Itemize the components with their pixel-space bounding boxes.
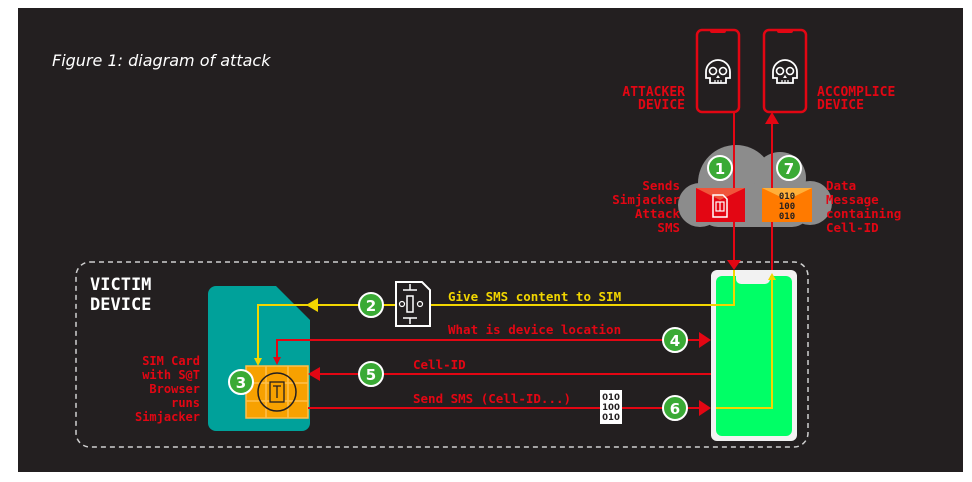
svg-text:010: 010 [602, 413, 620, 423]
step-1-badge: 1 [707, 155, 733, 181]
arrow-up-icon [765, 112, 779, 124]
accomplice-label-line2: DEVICE [817, 98, 864, 113]
svg-text:Simjacker: Simjacker [612, 192, 680, 207]
svg-text:Attack: Attack [635, 206, 681, 221]
svg-text:1: 1 [715, 160, 725, 178]
sim-chip [245, 365, 309, 419]
svg-text:7: 7 [784, 160, 794, 178]
step-6-forward-line [716, 278, 773, 409]
step-2-badge: 2 [358, 292, 384, 318]
sim-icon [712, 194, 728, 218]
sim-icon [395, 281, 431, 327]
svg-text:Simjacker: Simjacker [135, 410, 200, 424]
binary-line1: 010 [779, 192, 795, 202]
svg-text:Browser: Browser [149, 382, 200, 396]
attack-sms-envelope [696, 188, 745, 222]
step-7-label: Data Message containing Cell-ID [826, 178, 901, 235]
svg-text:Sends: Sends [642, 178, 680, 193]
svg-text:2: 2 [366, 297, 376, 315]
process-cycle-icon [257, 372, 297, 412]
step-1-label: Sends Simjacker Attack SMS [612, 178, 680, 235]
svg-text:5: 5 [366, 366, 376, 384]
step-6-badge: 6 [662, 395, 688, 421]
step-4-line [276, 339, 702, 360]
arrow-up-icon [768, 273, 776, 280]
arrow-down-icon [273, 357, 281, 365]
svg-text:containing: containing [826, 206, 901, 221]
step-2-label: Give SMS content to SIM [448, 289, 621, 304]
svg-text:Message: Message [826, 192, 879, 207]
step-5-badge: 5 [358, 361, 384, 387]
step-3-badge: 3 [228, 369, 254, 395]
binary-line2: 100 [779, 202, 795, 212]
step-2-line [257, 270, 735, 360]
arrow-left-icon [308, 367, 320, 381]
svg-text:SMS: SMS [657, 220, 680, 235]
arrow-down-icon [727, 260, 741, 270]
arrow-left-icon [306, 298, 318, 312]
data-message-envelope: 010 100 010 [762, 188, 812, 222]
svg-text:Data: Data [826, 178, 856, 193]
arrow-right-icon [699, 332, 711, 348]
attacker-label-line2: DEVICE [638, 98, 685, 113]
step-5-label: Cell-ID [413, 357, 466, 372]
svg-text:runs: runs [171, 396, 200, 410]
svg-text:100: 100 [602, 403, 620, 413]
figure-caption: Figure 1: diagram of attack [52, 51, 271, 70]
victim-label-line1: VICTIM [90, 275, 151, 295]
accomplice-label-line1: ACCOMPLICE [817, 85, 895, 100]
victim-label-line2: DEVICE [90, 295, 151, 315]
svg-text:6: 6 [670, 400, 680, 418]
attack-diagram: Figure 1: diagram of attack VICTIM DEVIC… [52, 28, 901, 448]
arrow-down-icon [254, 358, 262, 366]
binary-line3: 010 [779, 212, 795, 222]
svg-text:4: 4 [670, 332, 680, 350]
attacker-phone [695, 28, 741, 114]
arrow-right-icon [699, 400, 711, 416]
attacker-label-line1: ATTACKER [622, 85, 685, 100]
binary-data-icon: 010 100 010 [600, 390, 622, 424]
svg-text:SIM Card: SIM Card [142, 354, 200, 368]
step-4-label: What is device location [448, 322, 621, 337]
accomplice-phone [762, 28, 808, 114]
step-4-badge: 4 [662, 327, 688, 353]
svg-text:010: 010 [602, 393, 620, 403]
svg-text:Cell-ID: Cell-ID [826, 220, 879, 235]
diagram-canvas: Figure 1: diagram of attack VICTIM DEVIC… [18, 8, 963, 472]
sim-label: SIM Card with S@T Browser runs Simjacker [135, 354, 200, 424]
step-7-badge: 7 [776, 155, 802, 181]
step-6-label: Send SMS (Cell-ID...) [413, 391, 571, 406]
svg-text:with S@T: with S@T [142, 368, 200, 382]
skull-icon [772, 59, 798, 84]
victim-phone [711, 270, 797, 441]
svg-text:3: 3 [236, 374, 246, 392]
skull-icon [705, 59, 731, 84]
victim-device-boundary [75, 261, 809, 448]
